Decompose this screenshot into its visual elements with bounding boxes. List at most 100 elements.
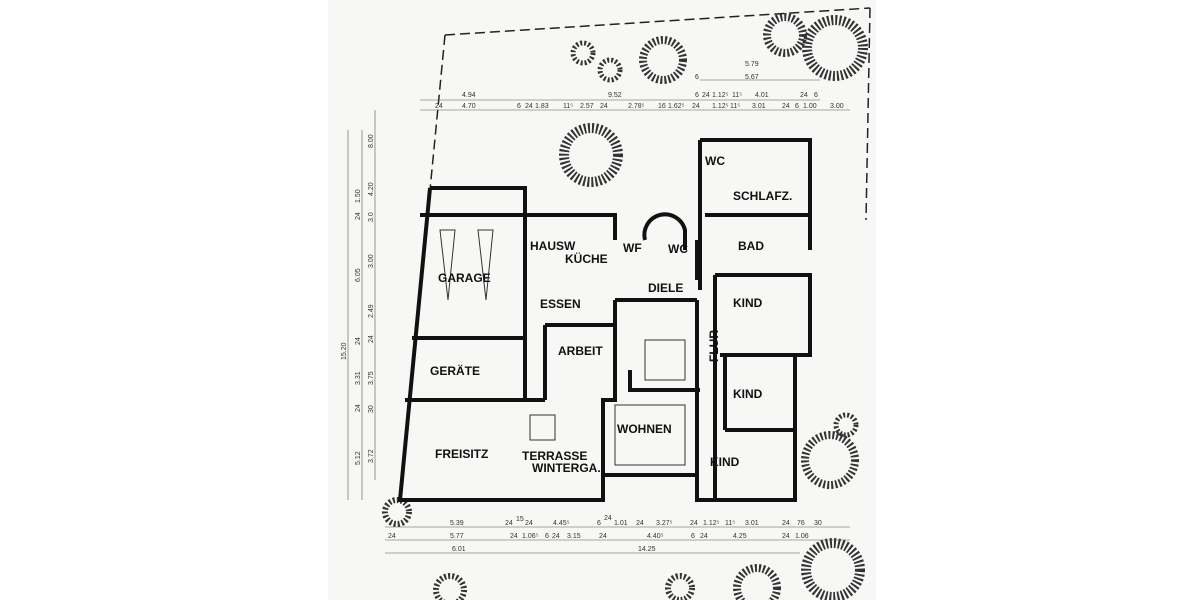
dim-label: 24 <box>782 103 790 110</box>
dim-label: 6 <box>545 533 549 540</box>
dim-label: 24 <box>552 533 560 540</box>
room-schlafz: SCHLAFZ. <box>733 189 792 203</box>
dim-label: 1.01 <box>614 520 628 527</box>
room-flur: FLUR <box>707 330 721 362</box>
dim-label: 24 <box>435 103 443 110</box>
dim-label: 4.01 <box>755 92 769 99</box>
dim-label: 5.77 <box>450 533 464 540</box>
room-bad: BAD <box>738 239 764 253</box>
room-kind-1: KIND <box>733 296 763 310</box>
dim-label: 16 <box>658 103 666 110</box>
dim-label: 1.06⁵ <box>522 533 539 540</box>
room-diele: DIELE <box>648 281 683 295</box>
tree-icon <box>639 36 687 84</box>
dim-label: 6.05 <box>355 268 362 282</box>
room-terrasse: TERRASSE <box>522 449 587 463</box>
dim-label: 6.01 <box>452 546 466 553</box>
dim-label: 3.15 <box>567 533 581 540</box>
dim-label: 2.57 <box>580 103 594 110</box>
dim-label: 24 <box>702 92 710 99</box>
dim-label: 24 <box>800 92 808 99</box>
dim-label: 8.00 <box>368 134 375 148</box>
dim-label: 1.06 <box>795 533 809 540</box>
dim-label: 3.0 <box>368 212 375 222</box>
dim-label: 6 <box>814 92 818 99</box>
dim-label: 24 <box>355 404 362 412</box>
tree-icon <box>559 123 623 187</box>
dim-label: 3.27⁵ <box>656 520 673 527</box>
garage-markings <box>439 229 686 466</box>
dim-label: 9.52 <box>608 92 622 99</box>
tree-icon <box>570 40 596 66</box>
dim-label: 24 <box>782 520 790 527</box>
dim-label: 11⁵ <box>732 92 742 99</box>
dim-label: 6 <box>695 74 699 81</box>
dim-label: 3.00 <box>830 103 844 110</box>
dim-label: 24 <box>388 533 396 540</box>
dim-label: 11⁵ <box>563 103 573 110</box>
room-freisitz: FREISITZ <box>435 447 488 461</box>
dim-label: 24 <box>355 337 362 345</box>
dim-label: 6 <box>695 92 699 99</box>
dim-label: 6 <box>691 533 695 540</box>
dim-label: 30 <box>814 520 822 527</box>
tree-icon <box>382 497 412 527</box>
dim-label: 14.25 <box>638 546 656 553</box>
room-geraete: GERÄTE <box>430 363 480 378</box>
dim-label: 5.12 <box>355 451 362 465</box>
tree-icon <box>733 564 781 600</box>
room-wohnen: WOHNEN <box>617 422 672 436</box>
walls <box>397 138 812 502</box>
dim-label: 1.12⁵ <box>712 92 729 99</box>
dim-label: 11⁵ <box>725 520 735 527</box>
dim-label: 3.01 <box>752 103 766 110</box>
dim-label: 15 <box>516 516 524 523</box>
room-wc: WC <box>668 242 688 256</box>
dim-label: 3.75 <box>368 371 375 385</box>
dim-label: 24 <box>636 520 644 527</box>
tree-icons <box>382 13 868 600</box>
dim-label: 24 <box>690 520 698 527</box>
dim-label: 1.50 <box>355 189 362 203</box>
tree-icon <box>433 573 467 600</box>
dim-label: 30 <box>368 405 375 413</box>
dim-label: 1.83 <box>535 103 549 110</box>
room-kind-3: KIND <box>710 455 740 469</box>
dim-label: 1.12⁵ <box>712 103 729 110</box>
property-boundary <box>429 7 871 221</box>
dim-label: 1.12⁵ <box>703 520 720 527</box>
room-kind-2: KIND <box>733 387 763 401</box>
dim-label: 4.94 <box>462 92 476 99</box>
room-wc: WC <box>705 154 725 168</box>
tree-icon <box>801 538 865 600</box>
room-labels: GARAGE GERÄTE FREISITZ HAUSW KÜCHE ESSEN… <box>430 154 792 475</box>
dim-label: 24 <box>599 533 607 540</box>
dim-label: 1.00 <box>803 103 817 110</box>
dim-label: 3.00 <box>368 254 375 268</box>
dim-label: 24 <box>692 103 700 110</box>
tree-icon <box>597 57 623 83</box>
dim-label: 24 <box>525 520 533 527</box>
dim-label: 4.20 <box>368 182 375 196</box>
tree-icon <box>833 412 859 438</box>
room-kueche: KÜCHE <box>565 251 608 266</box>
dim-label: 24 <box>525 103 533 110</box>
dim-label: 3.72 <box>368 449 375 463</box>
dim-label: 6 <box>517 103 521 110</box>
dim-label: 5.67 <box>745 74 759 81</box>
dimension-labels: 5.79 6 5.67 4.94 9.52 6 24 1.12⁵ 11⁵ 4.0… <box>341 61 844 553</box>
dim-label: 11⁵ <box>730 103 740 110</box>
tree-icon <box>801 431 859 489</box>
dim-label: 24 <box>368 335 375 343</box>
dim-label: 6 <box>795 103 799 110</box>
dim-label: 24 <box>355 212 362 220</box>
dimension-lines <box>347 79 850 554</box>
dim-label: 4.40⁵ <box>647 533 664 540</box>
dim-label: 24 <box>604 515 612 522</box>
dim-label: 2.49 <box>368 304 375 318</box>
dim-label: 3.31 <box>355 371 362 385</box>
dim-label: 4.45⁵ <box>553 520 570 527</box>
dim-label: 24 <box>700 533 708 540</box>
dim-label: 15.20 <box>341 342 348 360</box>
